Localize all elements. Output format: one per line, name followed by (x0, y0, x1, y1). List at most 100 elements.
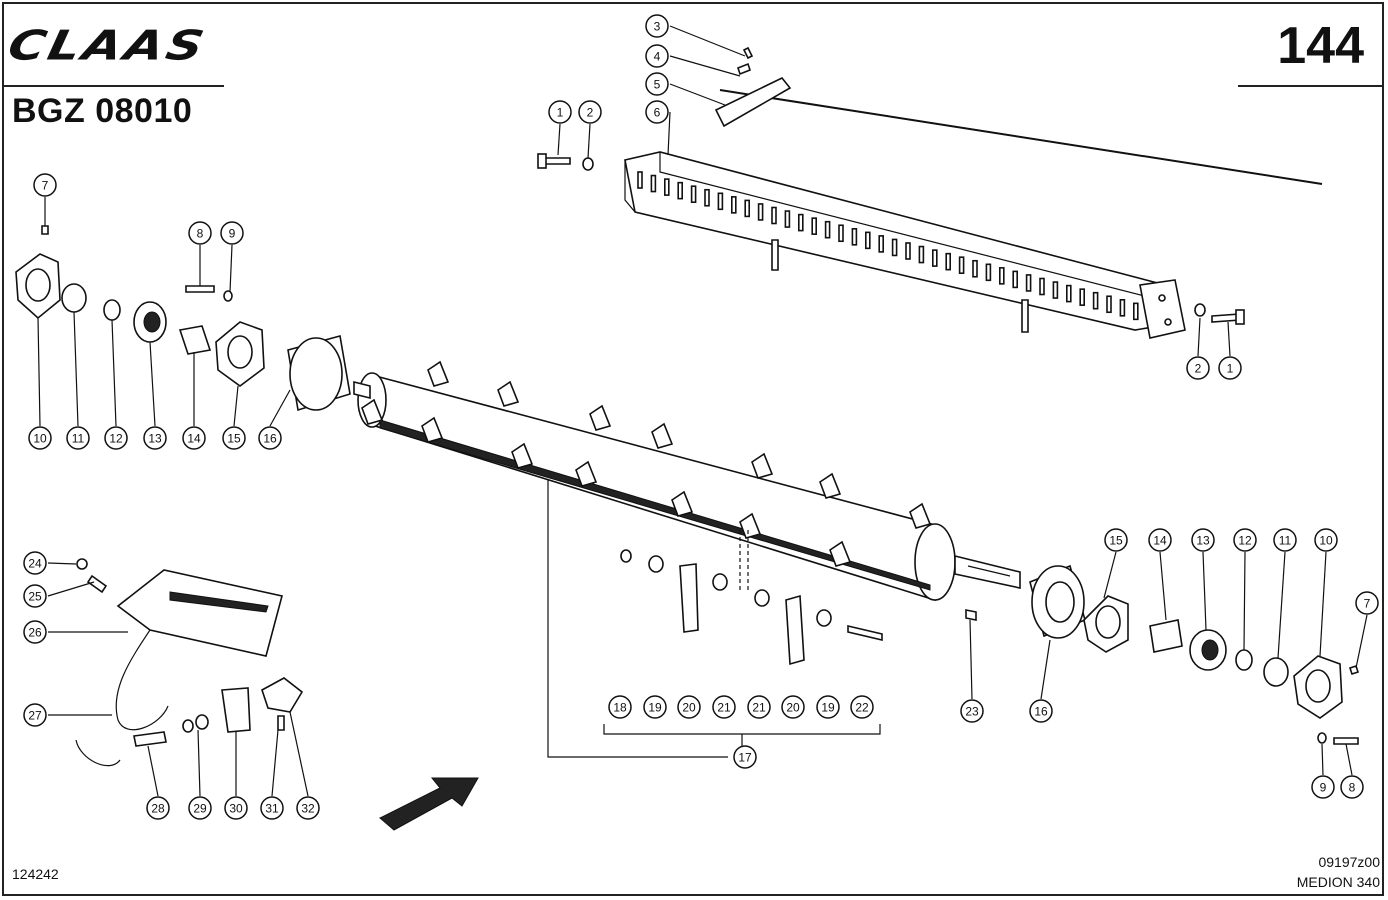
callout-label: 8 (197, 227, 204, 241)
callout-circle (222, 426, 246, 450)
callout-label: 15 (227, 432, 241, 446)
callout-circle (608, 695, 632, 719)
callout-label: 20 (682, 701, 696, 715)
header-rule-right (1238, 85, 1384, 87)
bar-slot (811, 217, 818, 235)
leader-line (147, 745, 159, 797)
bar-slot (945, 252, 952, 271)
leader-line (1103, 551, 1117, 599)
callout-2: 2 (578, 100, 602, 124)
callout-circle (1273, 528, 1297, 552)
rotor-blade (361, 398, 384, 425)
group-code: BGZ 08010 (12, 92, 193, 130)
callout-label: 14 (1153, 534, 1167, 548)
callout-label: 11 (1279, 534, 1292, 548)
callout-label: 4 (654, 50, 661, 64)
group-bracket-17 (603, 724, 881, 748)
leader-line (557, 123, 561, 156)
leader-line (1202, 551, 1207, 631)
callout-label: 27 (28, 709, 42, 723)
callout-9: 9 (220, 221, 244, 245)
callout-label: 1 (557, 106, 564, 120)
callout-circle (645, 72, 669, 96)
bar-slot (891, 238, 898, 257)
bar-slot (1052, 281, 1059, 299)
callout-circle (1191, 528, 1215, 552)
callout-circle (1148, 528, 1172, 552)
leader-line (289, 711, 309, 797)
callout-label: 26 (28, 626, 42, 640)
bar-slot (985, 263, 992, 282)
callout-circle (1355, 591, 1379, 615)
callout-label: 21 (752, 701, 766, 715)
callout-circle (33, 173, 57, 197)
leader-line (667, 111, 671, 156)
callout-label: 19 (648, 701, 662, 715)
callout-3: 3 (645, 14, 669, 38)
callout-circle (104, 426, 128, 450)
callout-19: 19 (643, 695, 667, 719)
callout-4: 4 (645, 44, 669, 68)
callout-circle (23, 551, 47, 575)
leader-line (587, 123, 591, 159)
callout-circle (23, 703, 47, 727)
callout-30: 30 (224, 796, 248, 820)
callout-circle (1311, 775, 1335, 799)
callout-28: 28 (146, 796, 170, 820)
callout-circle (220, 221, 244, 245)
leader-line (1319, 551, 1327, 657)
callout-7: 7 (1355, 591, 1379, 615)
rotor-blade (589, 404, 612, 431)
callout-29: 29 (188, 796, 212, 820)
callout-label: 16 (263, 432, 277, 446)
callout-11: 11 (1273, 528, 1297, 552)
leader-line (969, 619, 973, 700)
callout-circle (143, 426, 167, 450)
callout-circle (1186, 356, 1210, 380)
callout-label: 29 (193, 802, 207, 816)
leader-line (269, 389, 291, 427)
callout-circle (578, 100, 602, 124)
bar-slot (637, 171, 643, 189)
callout-label: 20 (786, 701, 800, 715)
callout-label: 9 (229, 227, 236, 241)
callout-circle (747, 695, 771, 719)
right-bearing-stack (965, 564, 1360, 745)
callout-circle (224, 796, 248, 820)
callout-circle (260, 796, 284, 820)
sensor-assembly (75, 558, 304, 767)
leader-lines (37, 25, 1368, 797)
callout-label: 2 (1195, 362, 1202, 376)
bar-slot (878, 235, 885, 253)
bar-slot (931, 249, 938, 267)
leader-line (1321, 743, 1324, 776)
callout-6: 6 (645, 100, 669, 124)
callout-label: 17 (738, 751, 752, 765)
bar-slot (744, 199, 751, 218)
drawing-ref-code: 09197z00 (1318, 854, 1380, 870)
leader-line (37, 317, 41, 427)
bar-slot (1012, 270, 1019, 289)
callout-5: 5 (645, 72, 669, 96)
callout-25: 25 (23, 584, 47, 608)
leader-line (229, 244, 233, 293)
callout-12: 12 (104, 426, 128, 450)
callout-label: 7 (42, 179, 49, 193)
bar-slot (998, 267, 1005, 285)
callout-circle (28, 426, 52, 450)
callout-label: 14 (187, 432, 201, 446)
bar-slot (1079, 288, 1085, 306)
callout-14: 14 (1148, 528, 1172, 552)
bar-slot (650, 174, 657, 193)
callout-label: 28 (151, 802, 165, 816)
callout-label: 11 (72, 432, 85, 446)
callout-12: 12 (1233, 528, 1257, 552)
callout-circle (677, 695, 701, 719)
rotor-blade (909, 502, 932, 529)
callout-23: 23 (960, 699, 984, 723)
callout-label: 12 (1238, 534, 1252, 548)
leader-line (197, 729, 201, 797)
rotor-blade (671, 490, 694, 517)
